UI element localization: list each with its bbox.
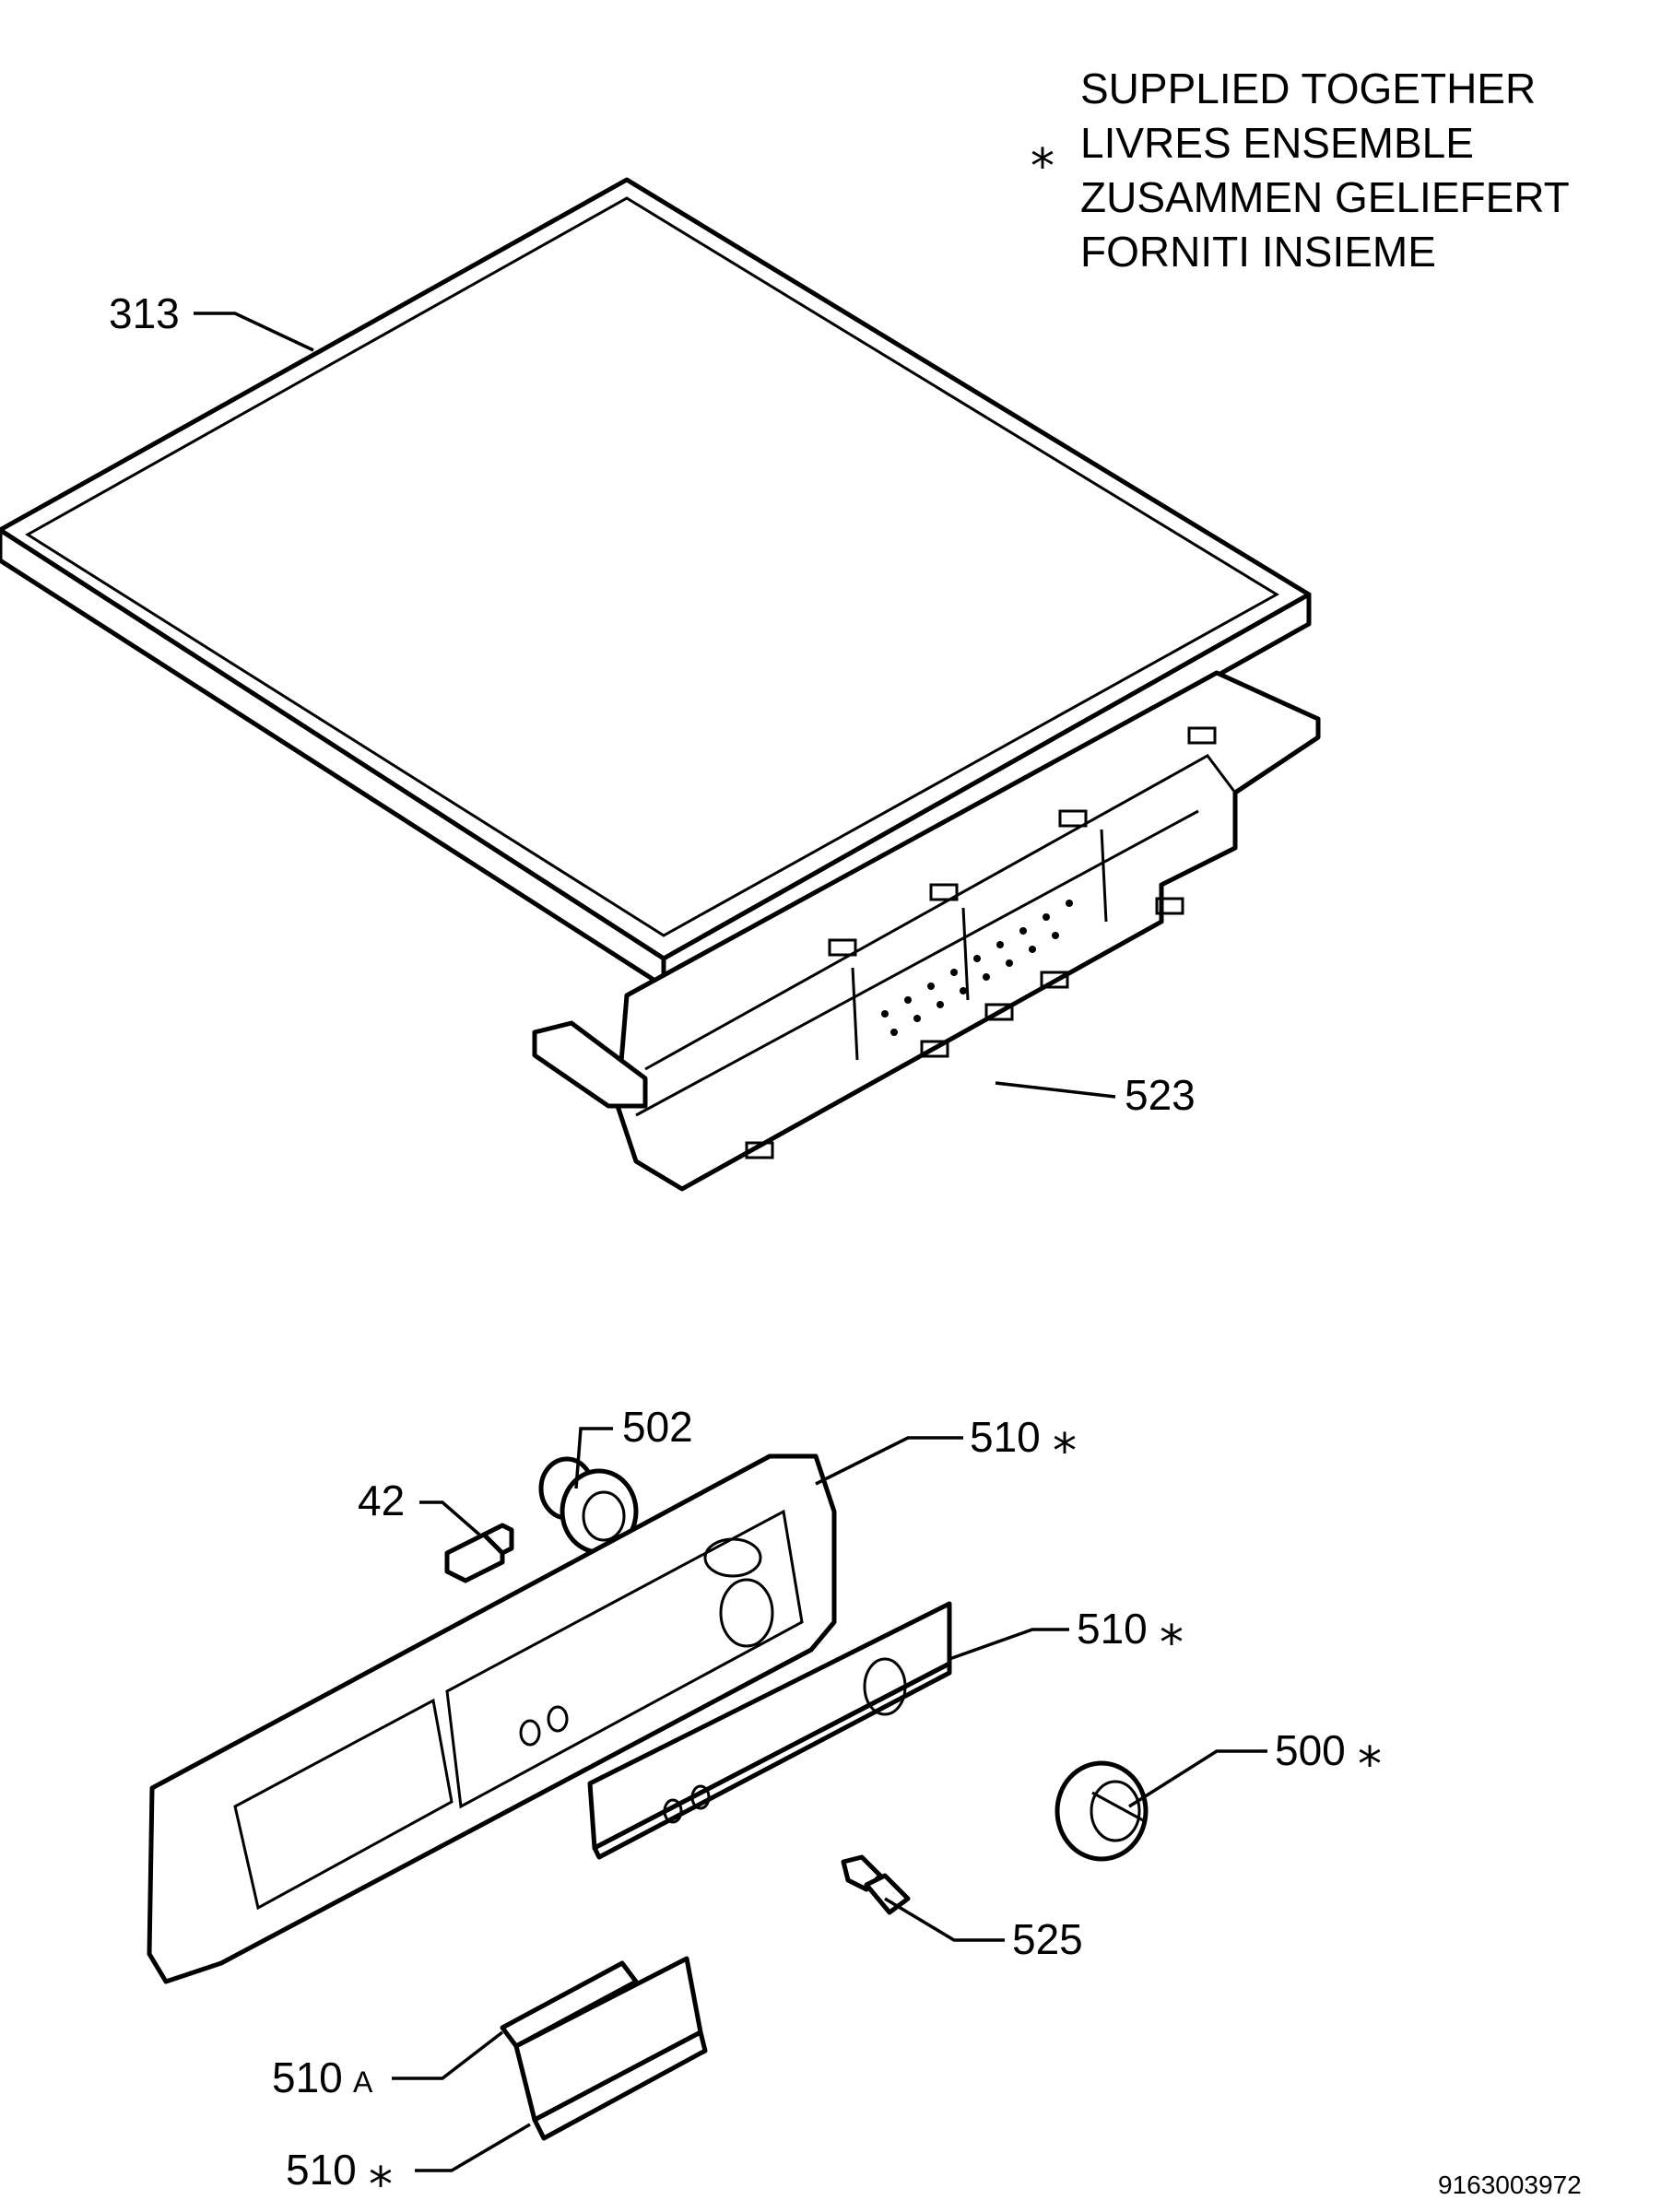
label-510-panel-asterisk-icon: * — [1053, 1424, 1077, 1479]
legend: * SUPPLIED TOGETHER LIVRES ENSEMBLE ZUSA… — [1031, 65, 1570, 276]
support-rail-drawing — [532, 670, 1321, 1192]
legend-line-4: FORNITI INSIEME — [1080, 228, 1436, 276]
label-510-cover-asterisk-icon: * — [369, 2158, 393, 2212]
label-502: 502 — [622, 1403, 693, 1451]
label-525: 525 — [1012, 1915, 1083, 1963]
label-510-plate: 510 — [1077, 1605, 1148, 1653]
label-523: 523 — [1125, 1071, 1196, 1119]
legend-line-2: LIVRES ENSEMBLE — [1080, 119, 1474, 167]
label-500-asterisk-icon: * — [1358, 1737, 1382, 1793]
door-cover-drawing — [500, 1956, 708, 2141]
pin-drawing — [841, 1854, 911, 1915]
control-panel-fascia-drawing — [147, 1453, 837, 1984]
switch-drawing — [444, 1523, 514, 1583]
label-510-panel: 510 — [970, 1413, 1041, 1461]
legend-asterisk-icon: * — [1031, 139, 1054, 194]
lamp-holder-drawing — [538, 1456, 639, 1555]
label-510-cover: 510 — [286, 2146, 357, 2194]
leader-lines — [194, 312, 1267, 2172]
knob-drawing — [1054, 1760, 1149, 1862]
label-510-plate-asterisk-icon: * — [1160, 1616, 1184, 1671]
legend-line-1: SUPPLIED TOGETHER — [1080, 65, 1536, 112]
label-500: 500 — [1275, 1726, 1346, 1774]
part-labels: 313 523 502 42 510 * 510 * 500 * 525 510… — [109, 289, 1382, 2212]
label-42: 42 — [358, 1477, 405, 1524]
label-313: 313 — [109, 289, 180, 337]
decor-plate-drawing — [587, 1601, 952, 1860]
legend-line-3: ZUSAMMEN GELIEFERT — [1080, 173, 1570, 221]
label-510A-suffix: A — [353, 2065, 373, 2099]
document-number: 9163003972 — [1438, 2171, 1582, 2199]
label-510A: 510 — [272, 2053, 343, 2101]
